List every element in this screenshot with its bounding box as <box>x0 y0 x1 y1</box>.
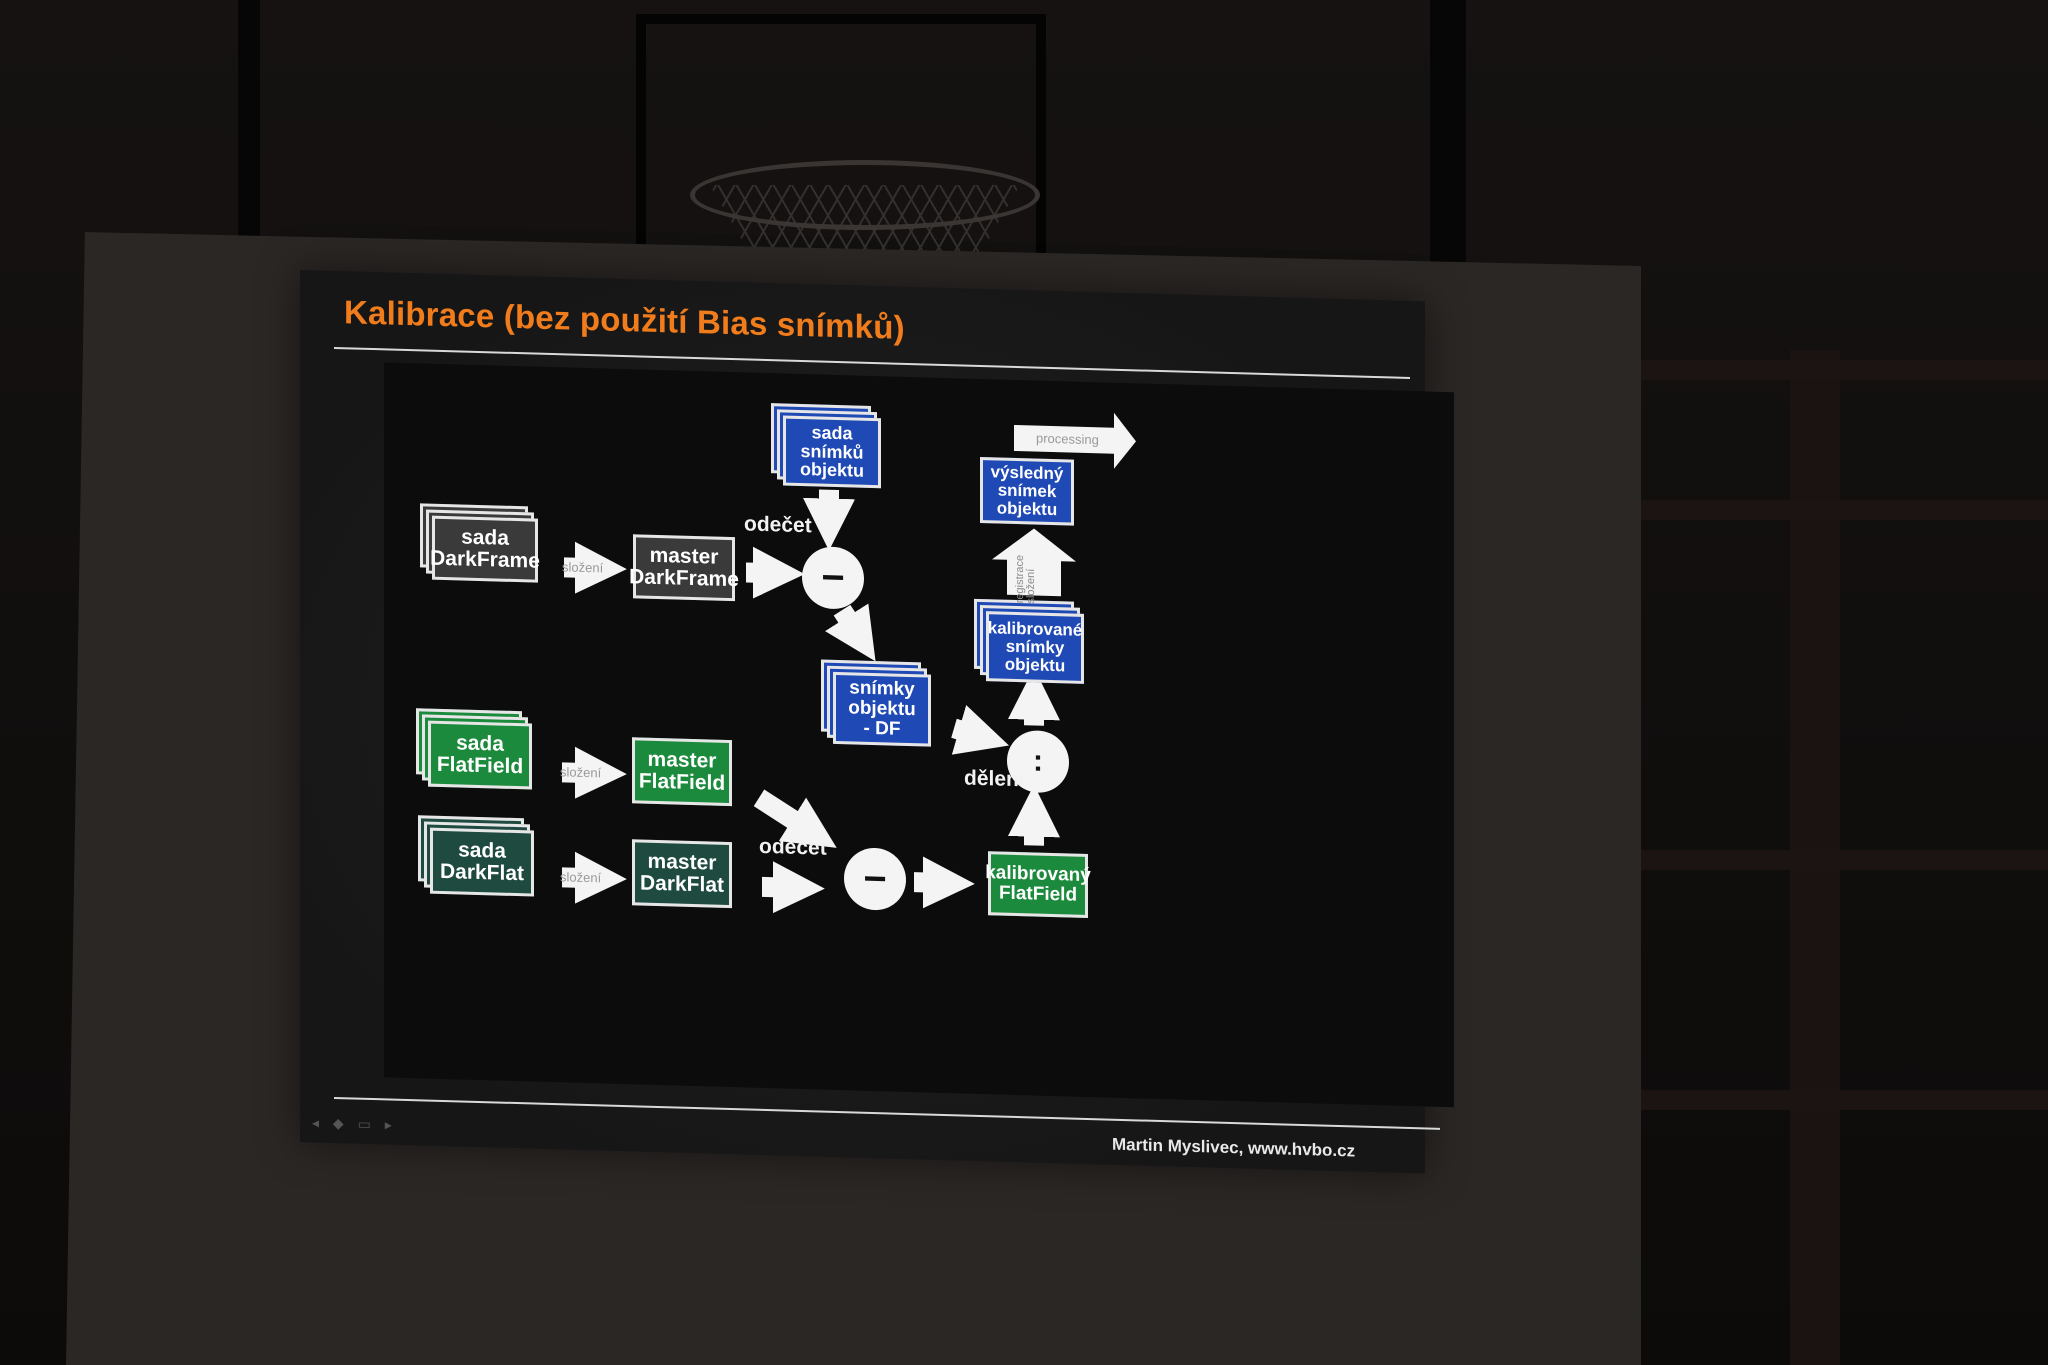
arrow-slozeni-flat <box>562 746 627 799</box>
label-slozeni-flat: složení <box>560 764 602 781</box>
label-odecet-bottom: odečet <box>759 834 827 860</box>
arrow-slozeni-darkflat <box>562 851 627 904</box>
node-sada-darkflat: sada DarkFlat <box>430 827 534 897</box>
arrow-master-darkflat-to-minus <box>762 861 825 914</box>
arrow-minus-to-snimky-df <box>825 603 876 662</box>
arrow-processing <box>1014 412 1136 469</box>
projected-slide: Kalibrace (bez použití Bias snímků) <box>300 270 1454 1174</box>
arrow-master-dark-to-minus <box>746 546 805 599</box>
label-deleni: dělení <box>964 766 1025 792</box>
node-kalibrovany-flatfield: kalibrovaný FlatField <box>985 851 1091 919</box>
label-slozeni-dark: složení <box>562 559 604 576</box>
label-registrace-slozeni: registrace složení <box>1014 554 1038 604</box>
slide-nav-controls: ◂ ◆ ▭ ▸ <box>312 1114 397 1133</box>
node-sada-snimku-objektu: sada snímků objektu <box>783 415 881 489</box>
node-sada-flatfield: sada FlatField <box>428 720 532 790</box>
wall-post-right <box>1430 0 1466 280</box>
operator-minus-top: − <box>802 546 864 610</box>
arrow-layer <box>562 412 1136 914</box>
operator-minus-bottom: − <box>844 847 906 911</box>
arrow-master-flat-to-minus <box>753 789 837 848</box>
node-snimky-objektu-df: snímky objektu - DF <box>833 671 931 747</box>
node-master-darkflat: master DarkFlat <box>632 839 732 909</box>
label-odecet-top: odečet <box>744 512 812 538</box>
node-vysledny-snimek-objektu: výsledný snímek objektu <box>980 456 1074 526</box>
wall-post-left <box>238 0 260 240</box>
calibration-diagram: sada DarkFrame master DarkFrame sada sní… <box>384 362 1454 1108</box>
arrow-minus-to-kalibr-flat <box>914 856 975 909</box>
label-processing: processing <box>1036 430 1099 448</box>
arrow-slozeni-dark <box>564 541 627 594</box>
node-kalibrovane-snimky-objektu: kalibrované snímky objektu <box>986 611 1084 684</box>
wall-bars <box>1610 350 2048 1365</box>
node-master-darkframe: master DarkFrame <box>629 534 739 602</box>
label-slozeni-darkflat: složení <box>560 869 602 886</box>
arrow-registrace <box>992 528 1076 597</box>
node-master-flatfield: master FlatField <box>632 737 732 807</box>
arrow-snimky-df-to-divide <box>951 705 1009 755</box>
node-sada-darkframe: sada DarkFrame <box>430 515 540 583</box>
